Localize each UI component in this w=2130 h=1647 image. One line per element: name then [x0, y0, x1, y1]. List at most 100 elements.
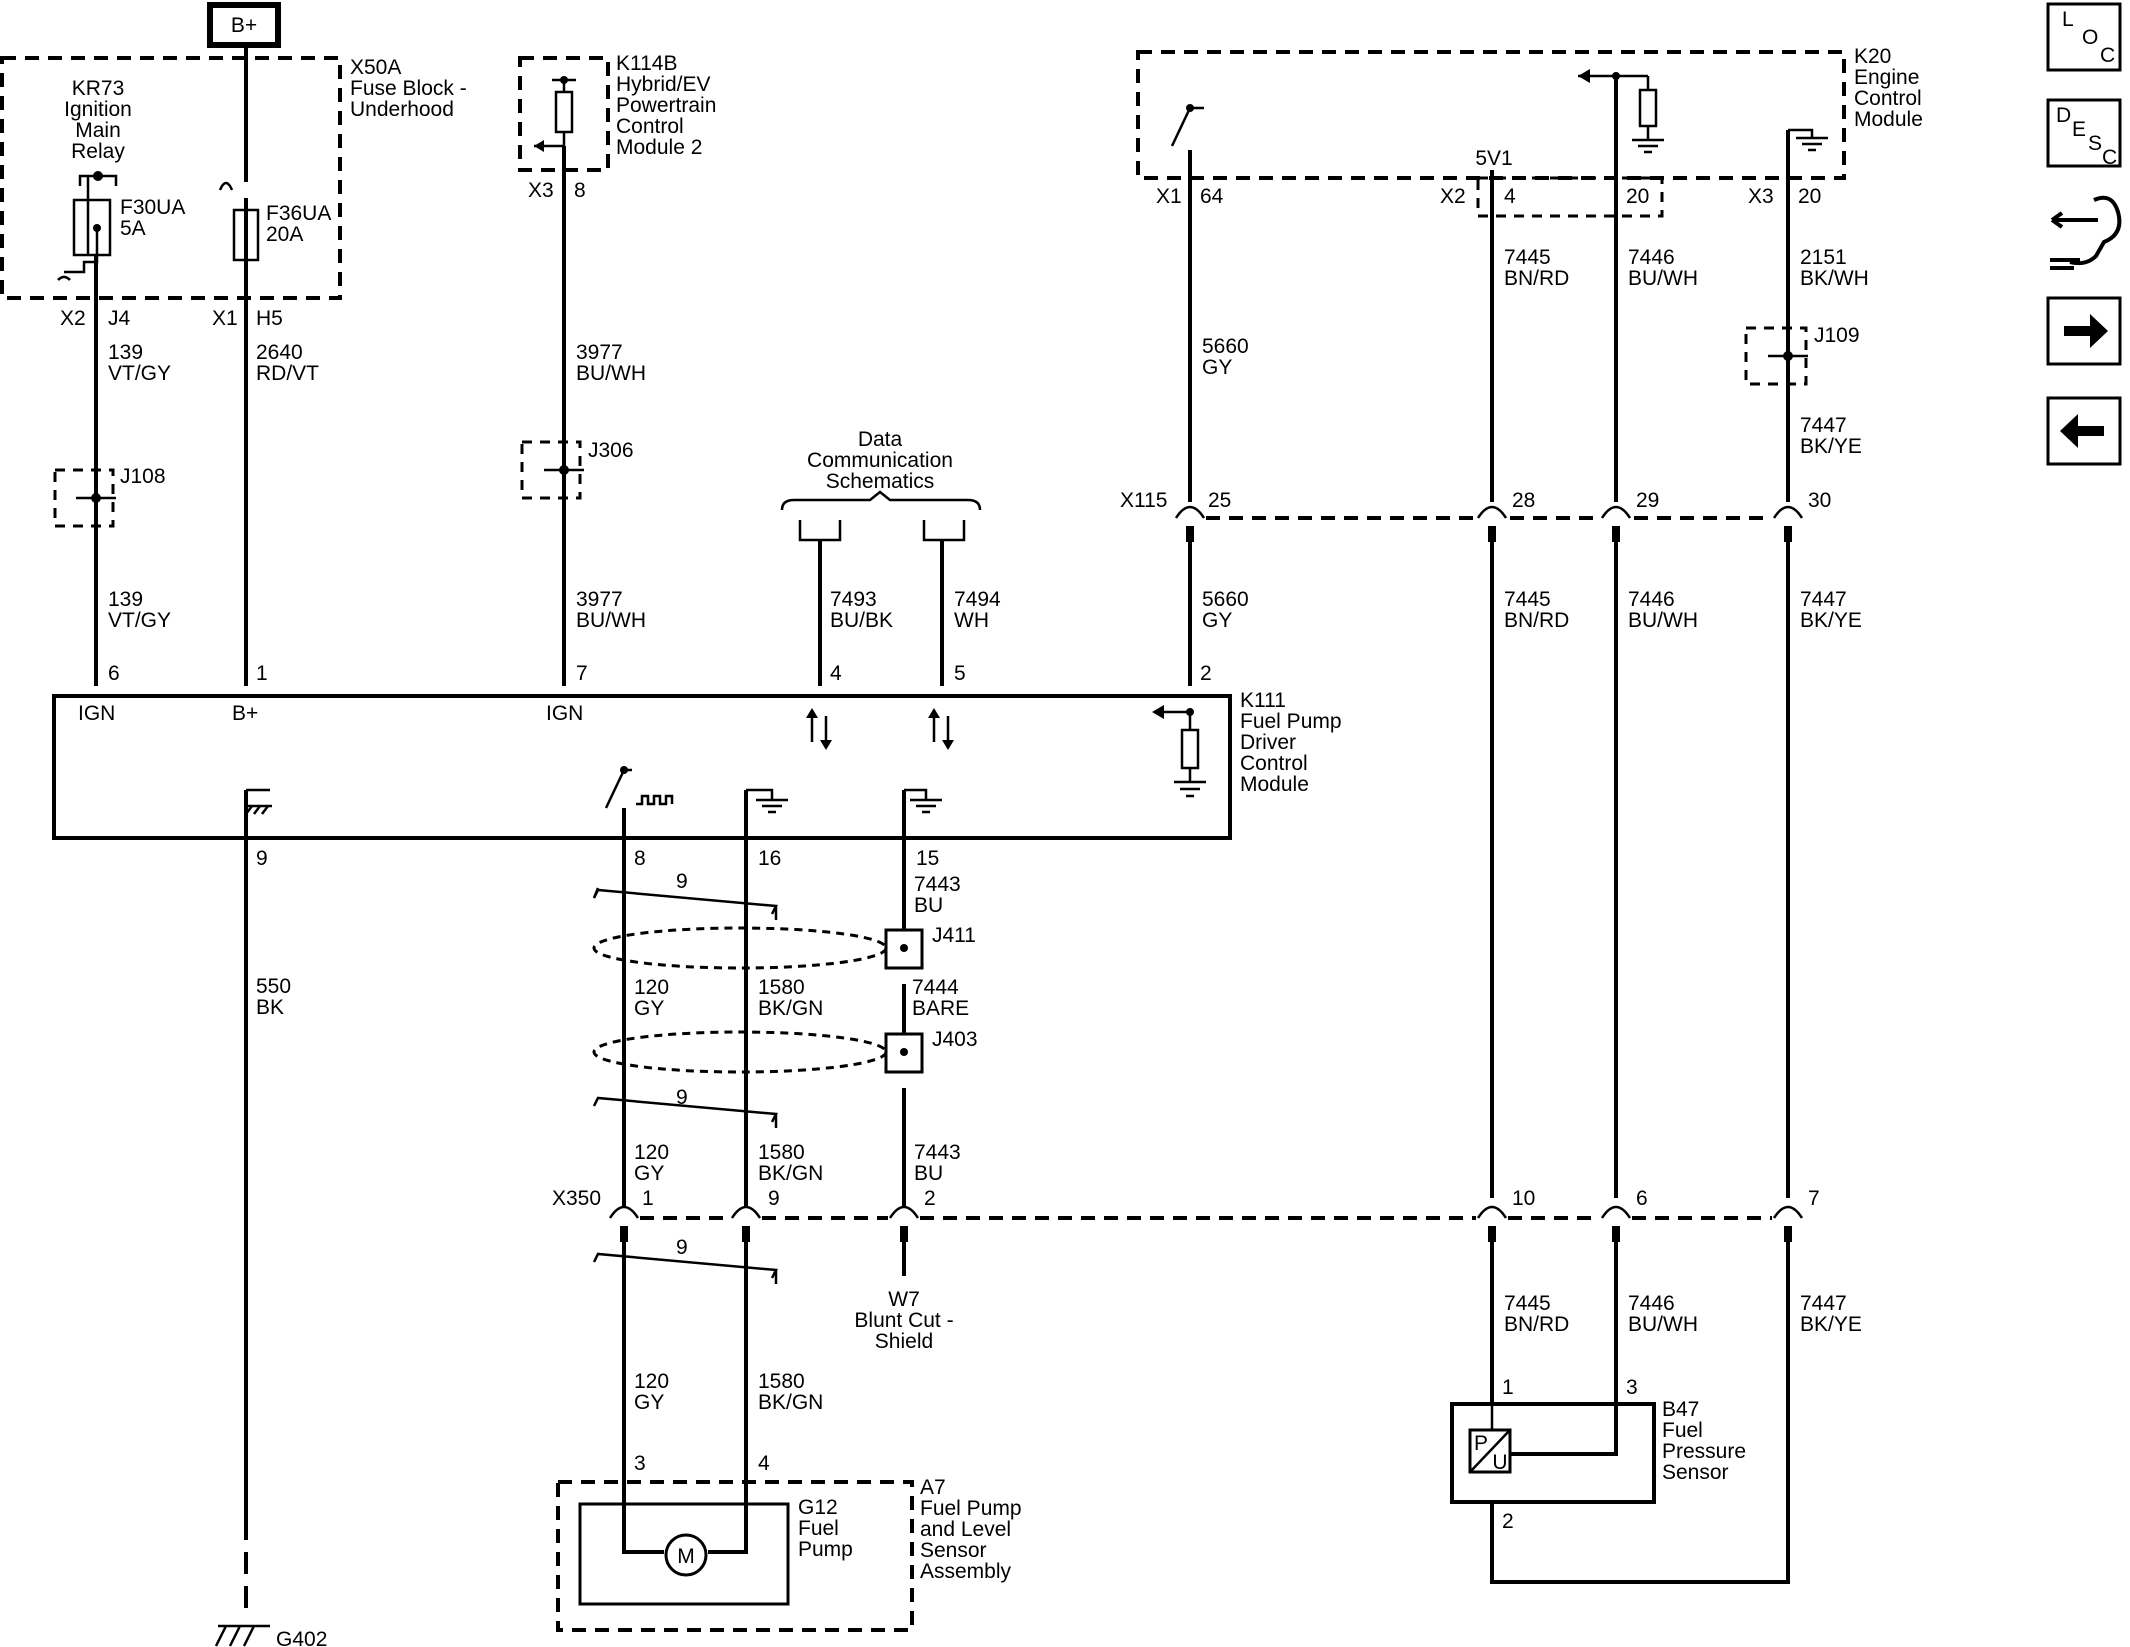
- svg-text:28: 28: [1512, 489, 1535, 512]
- ecm-5v-ref: 5V1: [1475, 147, 1512, 170]
- svg-text:5660: 5660: [1202, 335, 1249, 358]
- svg-text:3977: 3977: [576, 341, 623, 364]
- svg-text:Module: Module: [1240, 773, 1309, 796]
- fuse-block-x50a: X50A Fuse Block - Underhood KR73 Ignitio…: [0, 56, 467, 300]
- arrow-left-icon: [2060, 414, 2104, 448]
- svg-text:64: 64: [1200, 185, 1224, 208]
- svg-text:1: 1: [256, 662, 268, 685]
- svg-text:BK/GN: BK/GN: [758, 1391, 823, 1414]
- svg-text:GY: GY: [634, 997, 664, 1020]
- splice-j109: [1744, 326, 1808, 386]
- svg-text:BU/WH: BU/WH: [1628, 1313, 1698, 1336]
- svg-text:Fuel: Fuel: [798, 1517, 839, 1540]
- svg-text:4: 4: [830, 662, 842, 685]
- svg-text:29: 29: [1636, 489, 1659, 512]
- svg-text:120: 120: [634, 1141, 669, 1164]
- svg-text:1580: 1580: [758, 1370, 805, 1393]
- svg-text:3: 3: [1626, 1376, 1638, 1399]
- svg-text:2: 2: [1502, 1510, 1514, 1533]
- svg-text:P: P: [1474, 1432, 1488, 1455]
- loc-button[interactable]: L O C: [2046, 2, 2122, 72]
- svg-text:GY: GY: [634, 1391, 664, 1414]
- svg-text:BK/GN: BK/GN: [758, 1162, 823, 1185]
- svg-text:WH: WH: [954, 609, 989, 632]
- svg-text:S: S: [2088, 132, 2102, 155]
- fuse-block-ref: X50A: [350, 56, 401, 79]
- svg-text:L: L: [2062, 8, 2074, 31]
- svg-text:Control: Control: [616, 115, 684, 138]
- prev-page-button[interactable]: [2046, 396, 2122, 466]
- svg-text:K114B: K114B: [616, 52, 678, 75]
- svg-text:7443: 7443: [914, 873, 961, 896]
- svg-text:BU/WH: BU/WH: [1628, 267, 1698, 290]
- svg-text:VT/GY: VT/GY: [108, 609, 171, 632]
- next-page-button[interactable]: [2046, 296, 2122, 366]
- svg-text:Shield: Shield: [875, 1330, 933, 1353]
- svg-text:8: 8: [634, 847, 646, 870]
- svg-text:Fuel: Fuel: [1662, 1419, 1703, 1442]
- svg-text:BK/GN: BK/GN: [758, 997, 823, 1020]
- svg-text:7445: 7445: [1504, 246, 1551, 269]
- svg-text:X3: X3: [528, 179, 554, 202]
- svg-text:GY: GY: [634, 1162, 664, 1185]
- svg-text:G402: G402: [276, 1628, 327, 1647]
- svg-text:15: 15: [916, 847, 939, 870]
- svg-text:BN/RD: BN/RD: [1504, 609, 1569, 632]
- svg-text:9: 9: [768, 1187, 780, 1210]
- x115-pins: [1174, 505, 1804, 542]
- svg-text:Pump: Pump: [798, 1538, 853, 1561]
- svg-text:Blunt Cut -: Blunt Cut -: [854, 1309, 953, 1332]
- svg-text:1: 1: [642, 1187, 654, 1210]
- svg-text:X2: X2: [60, 307, 86, 330]
- svg-text:K111: K111: [1240, 689, 1286, 712]
- svg-text:and Level: and Level: [920, 1518, 1011, 1541]
- svg-text:BU: BU: [914, 1162, 943, 1185]
- arrow-right-icon: [2064, 314, 2108, 348]
- svg-text:7443: 7443: [914, 1141, 961, 1164]
- svg-text:30: 30: [1808, 489, 1831, 512]
- svg-text:D: D: [2056, 104, 2071, 127]
- svg-text:Driver: Driver: [1240, 731, 1296, 754]
- svg-text:9: 9: [256, 847, 268, 870]
- splice-j411: [884, 928, 924, 970]
- svg-text:7493: 7493: [830, 588, 877, 611]
- svg-text:X3: X3: [1748, 185, 1774, 208]
- x350-pins: [608, 1205, 1804, 1242]
- svg-text:20: 20: [1626, 185, 1649, 208]
- battery-label: B+: [231, 14, 257, 37]
- svg-text:H5: H5: [256, 307, 283, 330]
- svg-text:Assembly: Assembly: [920, 1560, 1012, 1583]
- svg-text:Fuel Pump: Fuel Pump: [1240, 710, 1342, 733]
- fuse-f30-label-1: F30UA: [120, 196, 185, 219]
- svg-text:7445: 7445: [1504, 1292, 1551, 1315]
- svg-text:2: 2: [1200, 662, 1212, 685]
- fuse-block-label-2: Underhood: [350, 98, 454, 121]
- svg-text:Powertrain: Powertrain: [616, 94, 716, 117]
- svg-text:BARE: BARE: [912, 997, 969, 1020]
- svg-text:X1: X1: [212, 307, 238, 330]
- svg-text:G12: G12: [798, 1496, 838, 1519]
- desc-button[interactable]: D E S C: [2046, 98, 2122, 169]
- svg-text:RD/VT: RD/VT: [256, 362, 319, 385]
- svg-text:Control: Control: [1854, 87, 1922, 110]
- svg-text:7: 7: [576, 662, 588, 685]
- fuse-f30-label-2: 5A: [120, 217, 146, 240]
- svg-text:VT/GY: VT/GY: [108, 362, 171, 385]
- svg-text:A7: A7: [920, 1476, 946, 1499]
- motor-symbol: M: [677, 1545, 695, 1568]
- svg-text:J4: J4: [108, 307, 131, 330]
- svg-text:IGN: IGN: [546, 702, 583, 725]
- svg-text:Ignition: Ignition: [64, 98, 132, 121]
- connector-tool-icon[interactable]: [2050, 195, 2122, 270]
- svg-text:Module: Module: [1854, 108, 1923, 131]
- svg-text:1: 1: [1502, 1376, 1514, 1399]
- fuel-pump-assembly-a7: M: [556, 1480, 914, 1632]
- svg-text:4: 4: [758, 1452, 770, 1475]
- battery-supply: B+: [207, 2, 281, 48]
- svg-text:Pressure: Pressure: [1662, 1440, 1746, 1463]
- svg-text:B+: B+: [232, 702, 258, 725]
- svg-text:C: C: [2100, 44, 2115, 67]
- svg-text:4: 4: [1504, 185, 1516, 208]
- wire-2640-label: 2640: [256, 341, 303, 364]
